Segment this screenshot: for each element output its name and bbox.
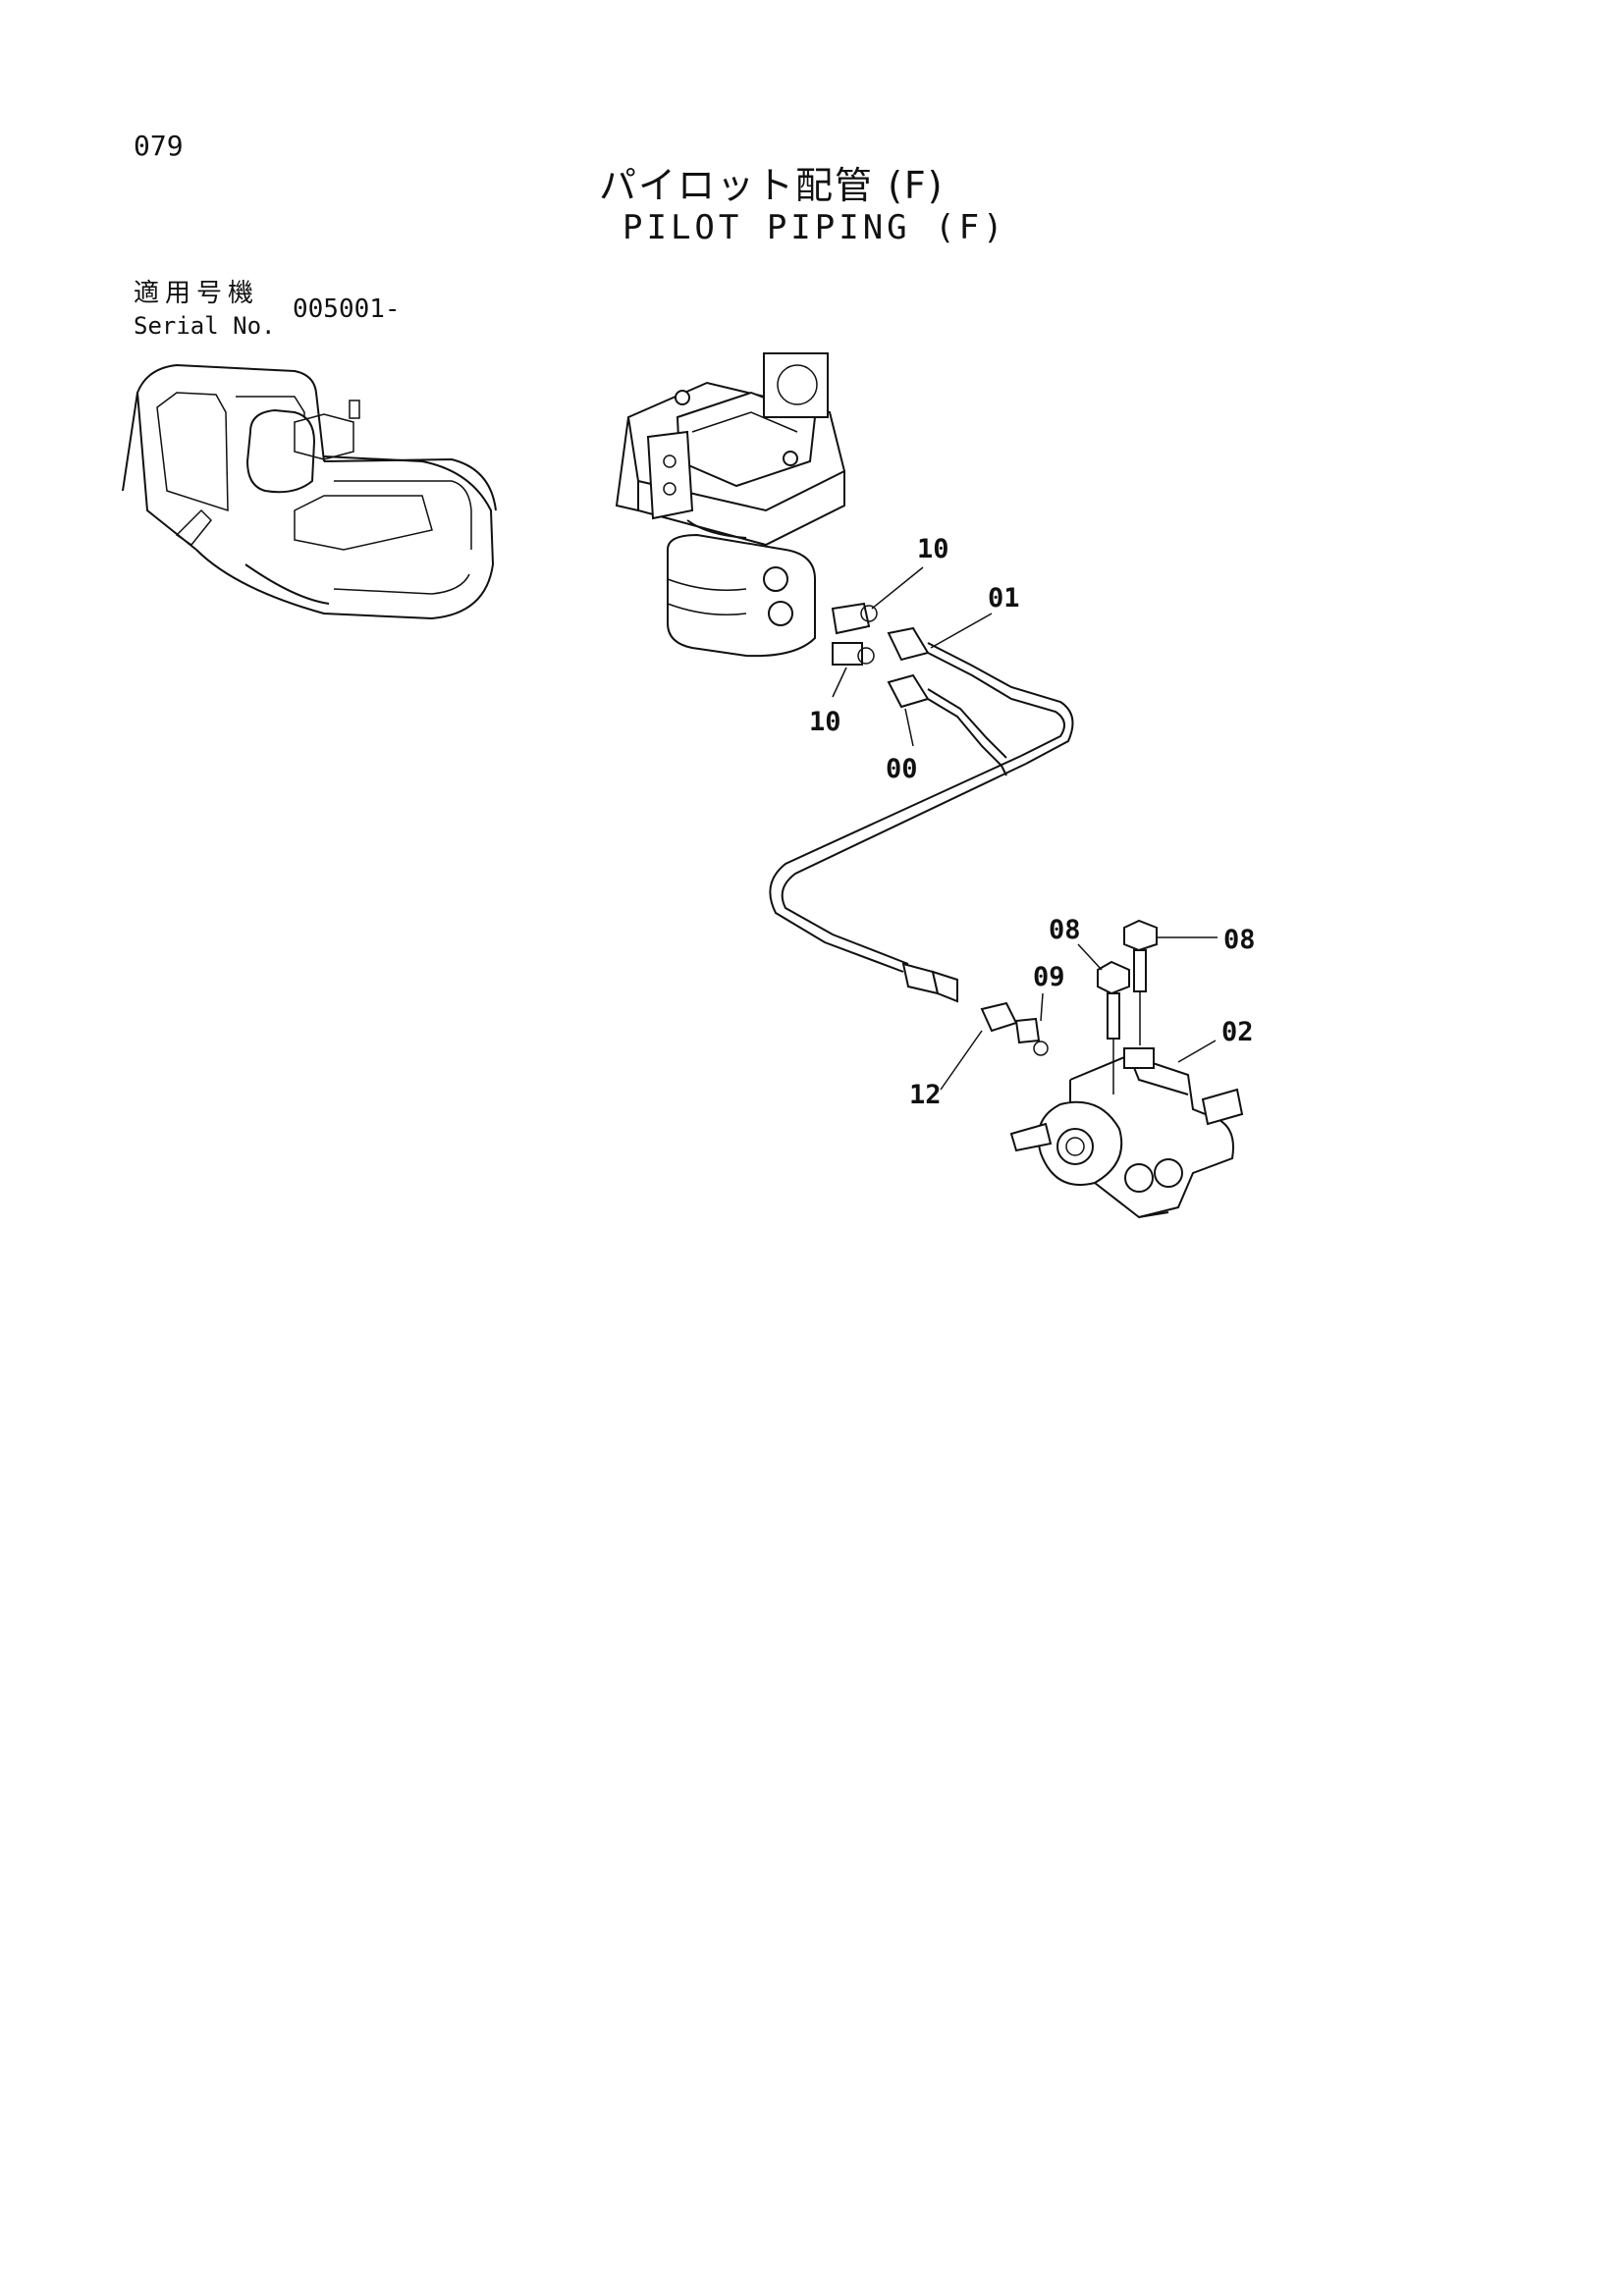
adapter-fittings-lower	[980, 1001, 1049, 1056]
page-title-en: PILOT PIPING (F)	[623, 208, 1007, 247]
bolts	[1097, 919, 1158, 1095]
callout-08-left: 08	[1049, 915, 1081, 945]
callout-10-upper: 10	[917, 534, 949, 564]
adapter-fittings-upper	[831, 602, 878, 666]
serial-label-en: Serial No.	[134, 312, 276, 340]
callout-10-lower: 10	[809, 707, 841, 737]
callout-12: 12	[909, 1080, 942, 1110]
callout-00: 00	[886, 754, 918, 784]
callout-08-right: 08	[1223, 925, 1256, 955]
serial-number-value: 005001-	[293, 294, 401, 324]
pilot-valve	[615, 352, 846, 658]
serial-label-jp: 適用号機	[134, 279, 260, 308]
callout-01: 01	[988, 583, 1020, 614]
pilot-hoses	[769, 626, 1074, 1003]
page-title-jp: パイロット配管 (F)	[599, 164, 945, 207]
excavator-thumbnail	[122, 363, 497, 620]
page-number: 079	[134, 130, 184, 162]
valve-block	[1009, 1047, 1244, 1219]
callout-09: 09	[1033, 962, 1065, 992]
leader-lines	[832, 566, 1218, 1091]
callout-02: 02	[1221, 1017, 1254, 1047]
